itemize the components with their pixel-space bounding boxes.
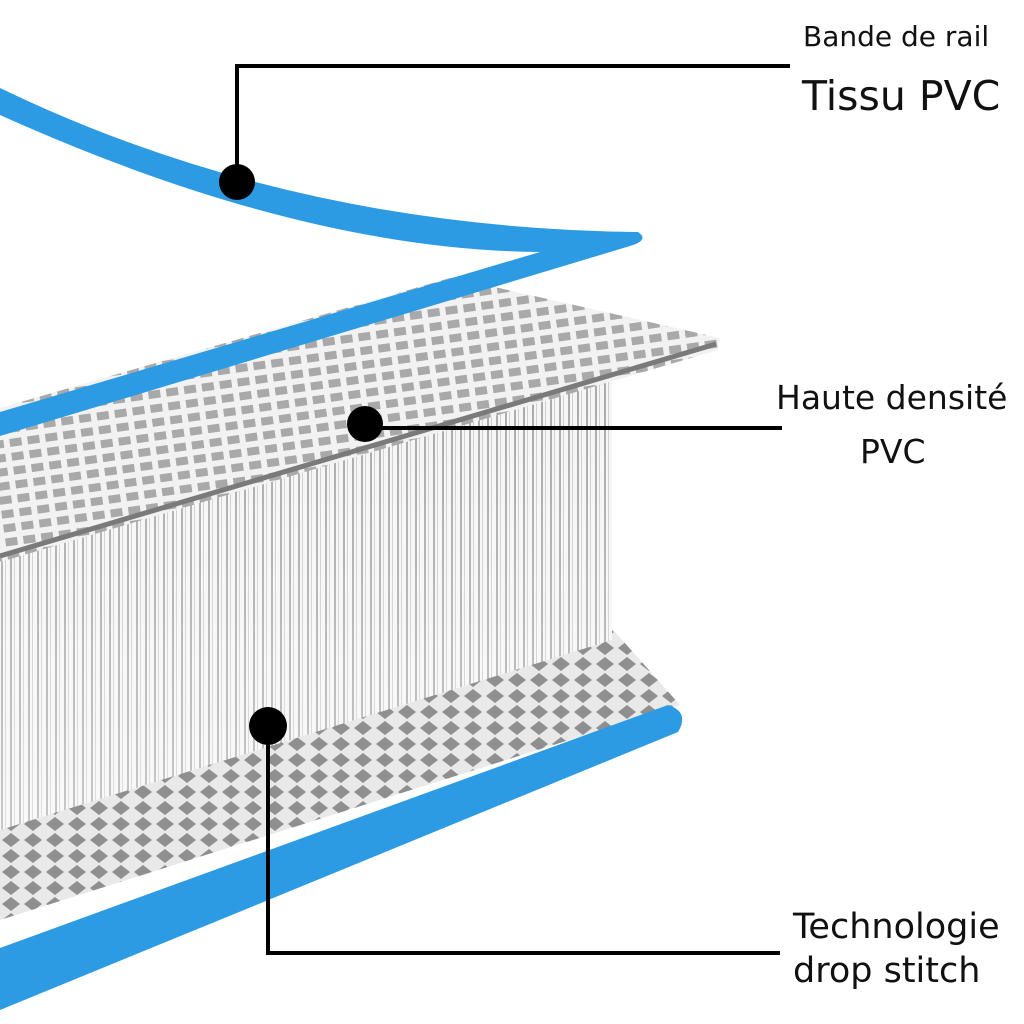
label-stitch-line2: drop stitch	[793, 951, 981, 991]
top-mesh-edge	[0, 341, 717, 559]
label-density-line1: Haute densité	[776, 378, 1008, 417]
label-stitch-line1: Technologie	[793, 907, 1000, 947]
callout-dot-rail	[219, 164, 255, 200]
leader-rail	[235, 64, 790, 182]
bottom-mesh-layer	[0, 615, 680, 920]
leader-stitch	[266, 726, 780, 955]
label-rail-line2: Tissu PVC	[802, 72, 1001, 120]
label-density-line2: PVC	[860, 432, 926, 471]
callout-dot-stitch	[249, 707, 287, 745]
label-rail-line1: Bande de rail	[803, 20, 990, 53]
callout-dot-density	[347, 406, 383, 442]
top-blue-rail	[0, 88, 643, 436]
bottom-blue-rail	[0, 705, 683, 1010]
